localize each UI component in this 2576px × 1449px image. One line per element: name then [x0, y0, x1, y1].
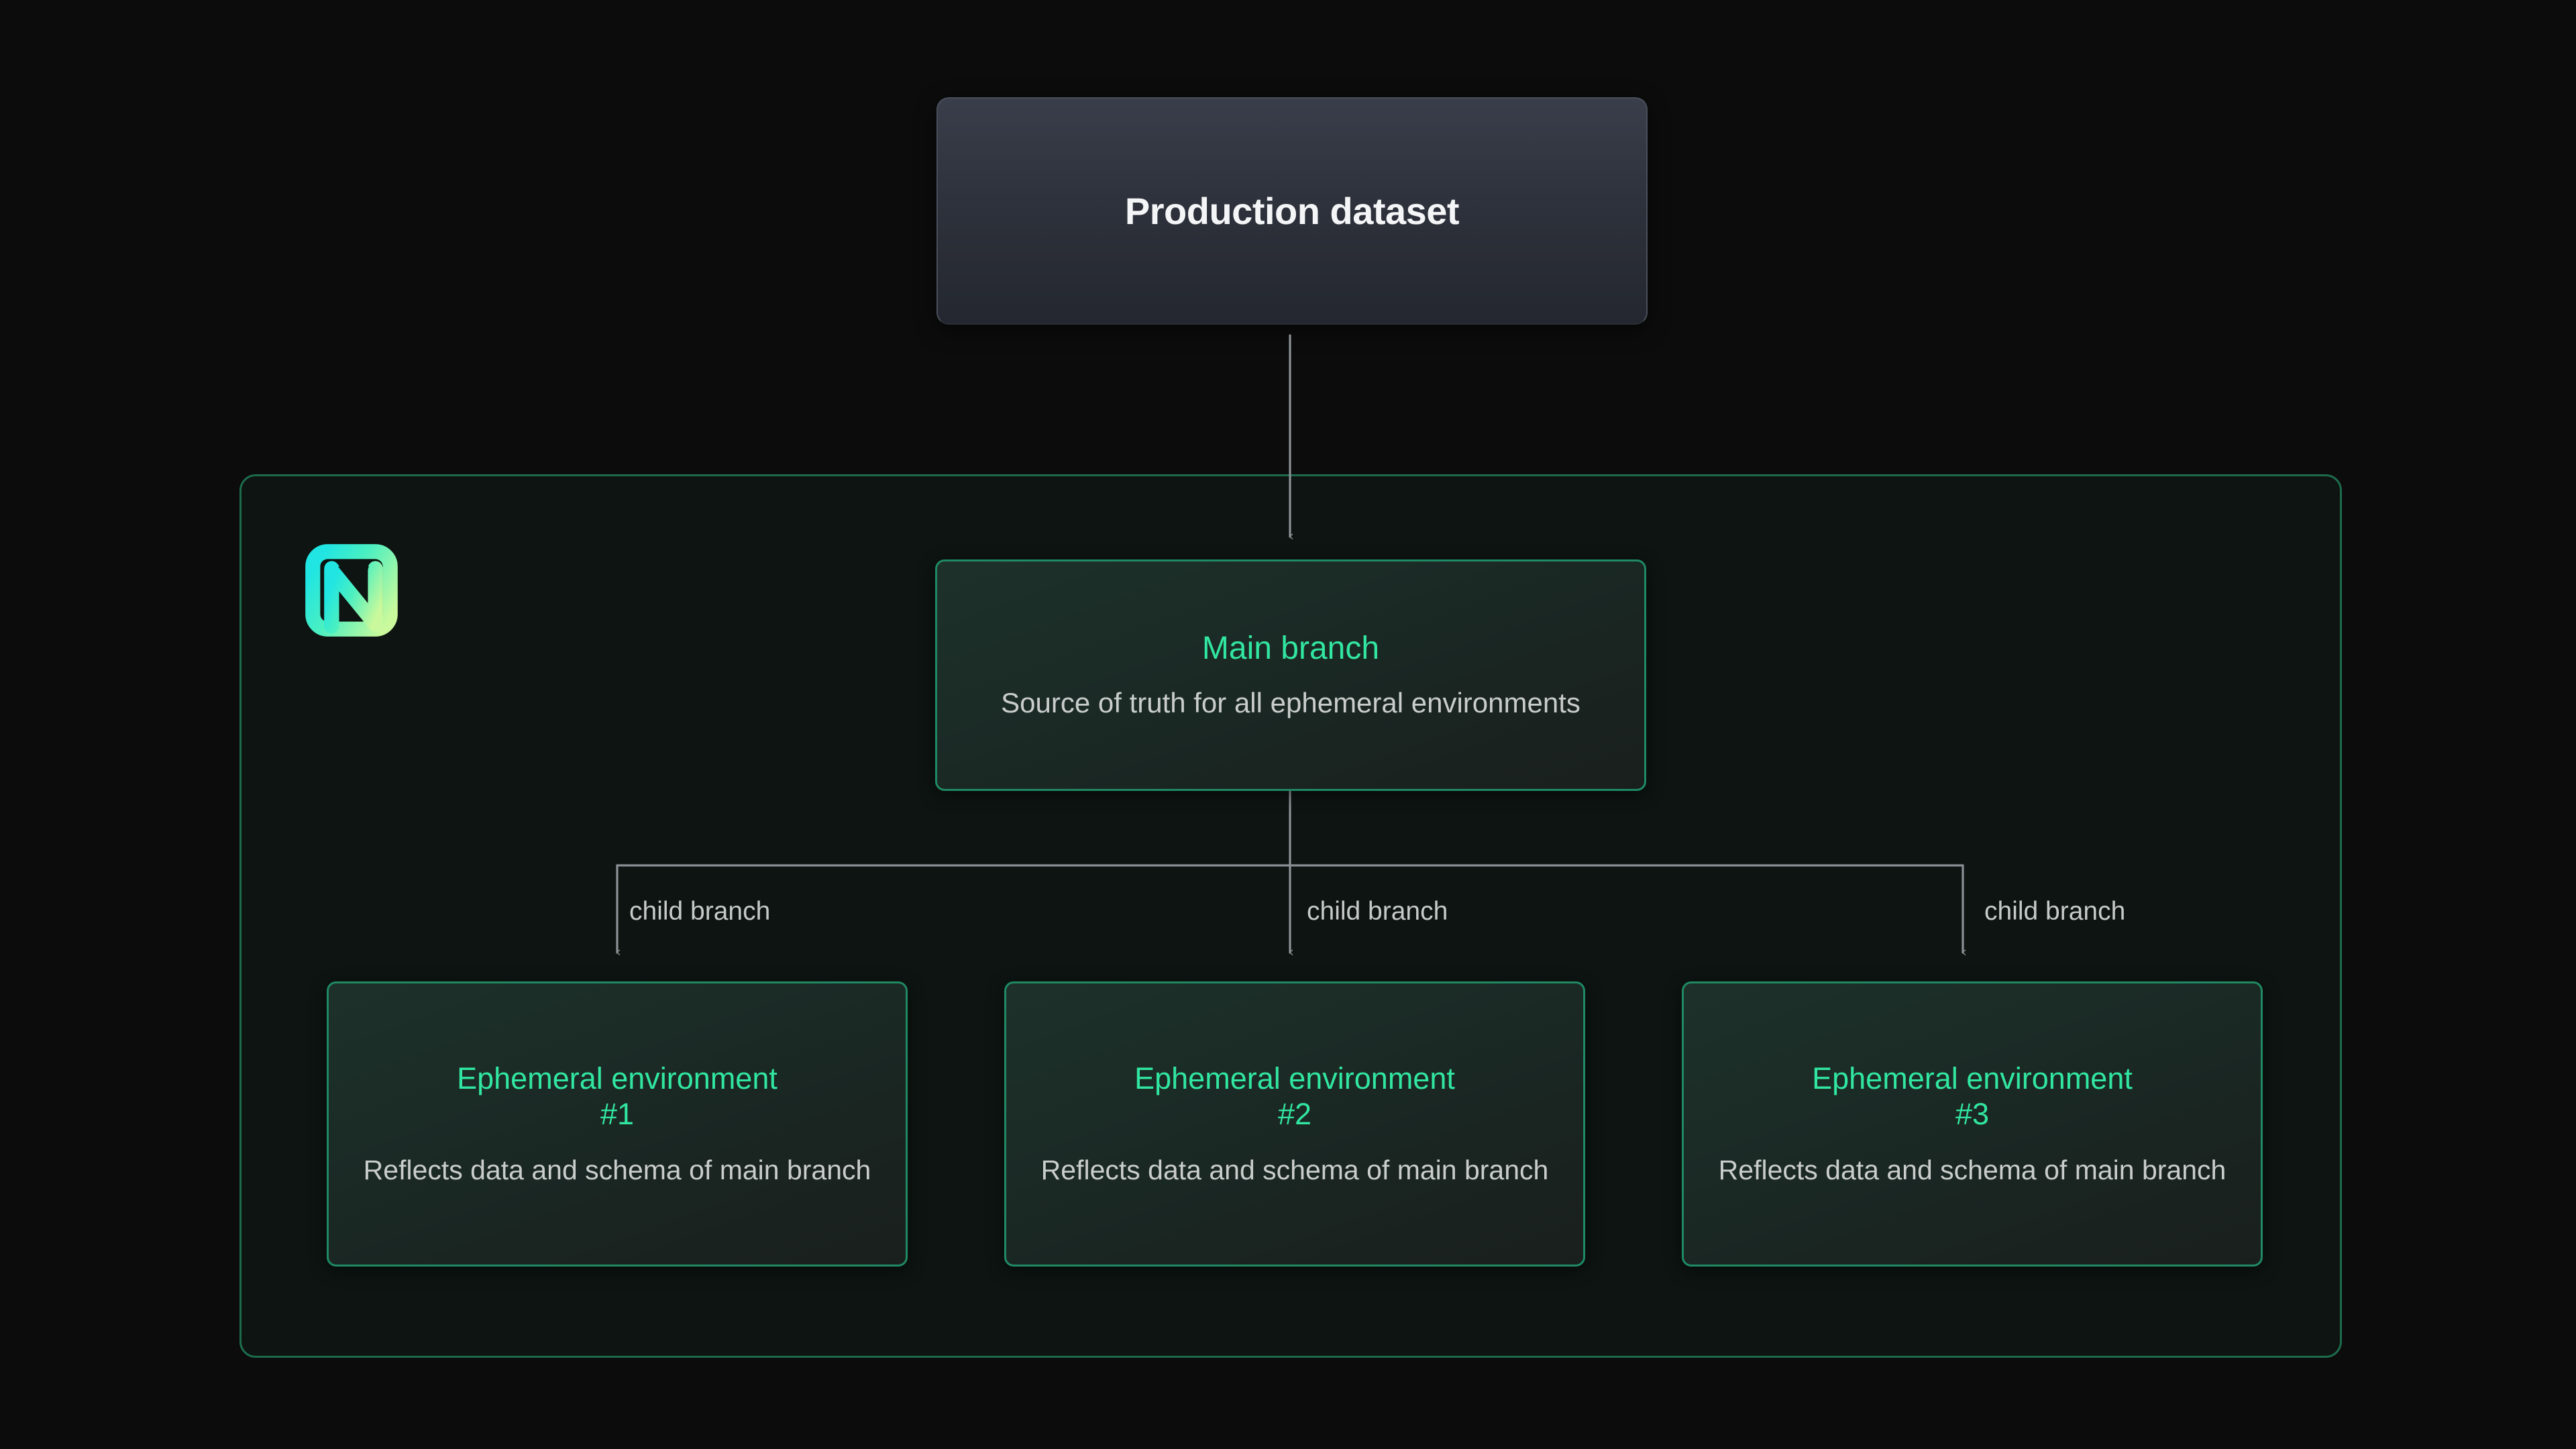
main-branch-title: Main branch [1201, 630, 1380, 666]
production-dataset-card: Production dataset [936, 97, 1648, 325]
ephemeral-environment-card-1: Ephemeral environment #1 Reflects data a… [327, 981, 908, 1267]
edge-label-child-branch-3: child branch [1984, 897, 2126, 926]
ephemeral-environment-card-2: Ephemeral environment #2 Reflects data a… [1004, 981, 1585, 1267]
ephemeral-environment-description-2: Reflects data and schema of main branch [1040, 1154, 1549, 1185]
ephemeral-environment-description-3: Reflects data and schema of main branch [1718, 1154, 2226, 1185]
ephemeral-environment-title-3: Ephemeral environment #3 [1812, 1061, 2133, 1131]
ephemeral-environment-title-2: Ephemeral environment #2 [1134, 1061, 1455, 1131]
ephemeral-environment-description-1: Reflects data and schema of main branch [363, 1154, 871, 1185]
ephemeral-environment-title-1: Ephemeral environment #1 [457, 1061, 777, 1131]
neon-logo-icon [302, 540, 401, 641]
main-branch-card: Main branch Source of truth for all ephe… [935, 559, 1646, 791]
main-branch-description: Source of truth for all ephemeral enviro… [1001, 686, 1580, 718]
production-dataset-title: Production dataset [1124, 190, 1460, 232]
ephemeral-environment-card-3: Ephemeral environment #3 Reflects data a… [1682, 981, 2263, 1267]
edge-label-child-branch-1: child branch [629, 897, 771, 926]
edge-label-child-branch-2: child branch [1307, 897, 1448, 926]
